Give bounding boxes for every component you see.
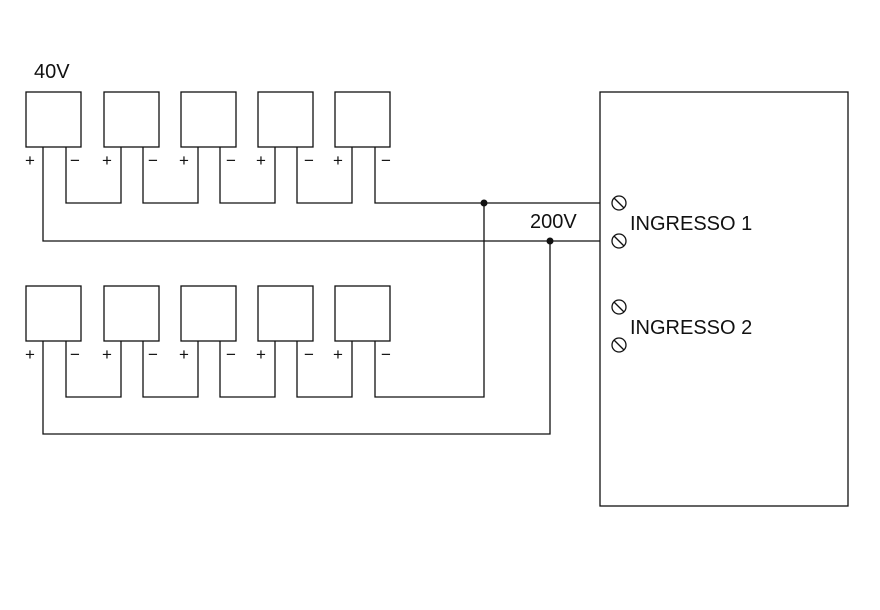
panel-voltage-label: 40V (34, 61, 70, 83)
plus-terminal: + (25, 151, 35, 170)
minus-terminal: − (226, 151, 236, 170)
plus-terminal: + (256, 151, 266, 170)
solar-panel (257, 91, 314, 148)
top-string-positive-wire (42, 147, 614, 242)
input-2-terminal-top (611, 299, 627, 315)
series-link (142, 341, 199, 398)
bottom-string-positive-wire (42, 241, 551, 435)
plus-terminal: + (179, 151, 189, 170)
solar-panel (25, 285, 82, 342)
solar-panel (103, 285, 160, 342)
solar-panel (257, 285, 314, 342)
minus-terminal: − (148, 151, 158, 170)
solar-panel (180, 285, 237, 342)
top-string-negative-wire (374, 147, 614, 204)
minus-terminal: − (70, 345, 80, 364)
solar-panel (25, 91, 82, 148)
plus-terminal: + (333, 345, 343, 364)
input-2-label: INGRESSO 2 (630, 317, 752, 339)
plus-terminal: + (102, 345, 112, 364)
minus-terminal: − (304, 345, 314, 364)
plus-terminal: + (25, 345, 35, 364)
bottom-string: + − + − + − + − + − (25, 203, 551, 435)
string-voltage-label: 200V (530, 211, 577, 233)
input-1-label: INGRESSO 1 (630, 213, 752, 235)
negative-junction-dot (480, 199, 488, 207)
inverter: INGRESSO 1 INGRESSO 2 (599, 91, 849, 507)
input-1-terminal-bottom (611, 233, 627, 249)
series-link (296, 147, 353, 204)
input-1-terminal-top (611, 195, 627, 211)
plus-terminal: + (256, 345, 266, 364)
solar-panel (103, 91, 160, 148)
solar-panel (334, 285, 391, 342)
top-string: + − + − + − + − + − (25, 91, 614, 242)
minus-terminal: − (304, 151, 314, 170)
positive-junction-dot (546, 237, 554, 245)
minus-terminal: − (381, 345, 391, 364)
solar-panel (334, 91, 391, 148)
series-link (142, 147, 199, 204)
series-link (219, 147, 276, 204)
series-link (219, 341, 276, 398)
minus-terminal: − (70, 151, 80, 170)
bottom-string-negative-wire (374, 203, 485, 398)
minus-terminal: − (226, 345, 236, 364)
minus-terminal: − (148, 345, 158, 364)
inverter-box (599, 91, 849, 507)
plus-terminal: + (179, 345, 189, 364)
plus-terminal: + (102, 151, 112, 170)
plus-terminal: + (333, 151, 343, 170)
series-link (65, 147, 122, 204)
series-link (296, 341, 353, 398)
solar-panel (180, 91, 237, 148)
input-2-terminal-bottom (611, 337, 627, 353)
series-link (65, 341, 122, 398)
minus-terminal: − (381, 151, 391, 170)
